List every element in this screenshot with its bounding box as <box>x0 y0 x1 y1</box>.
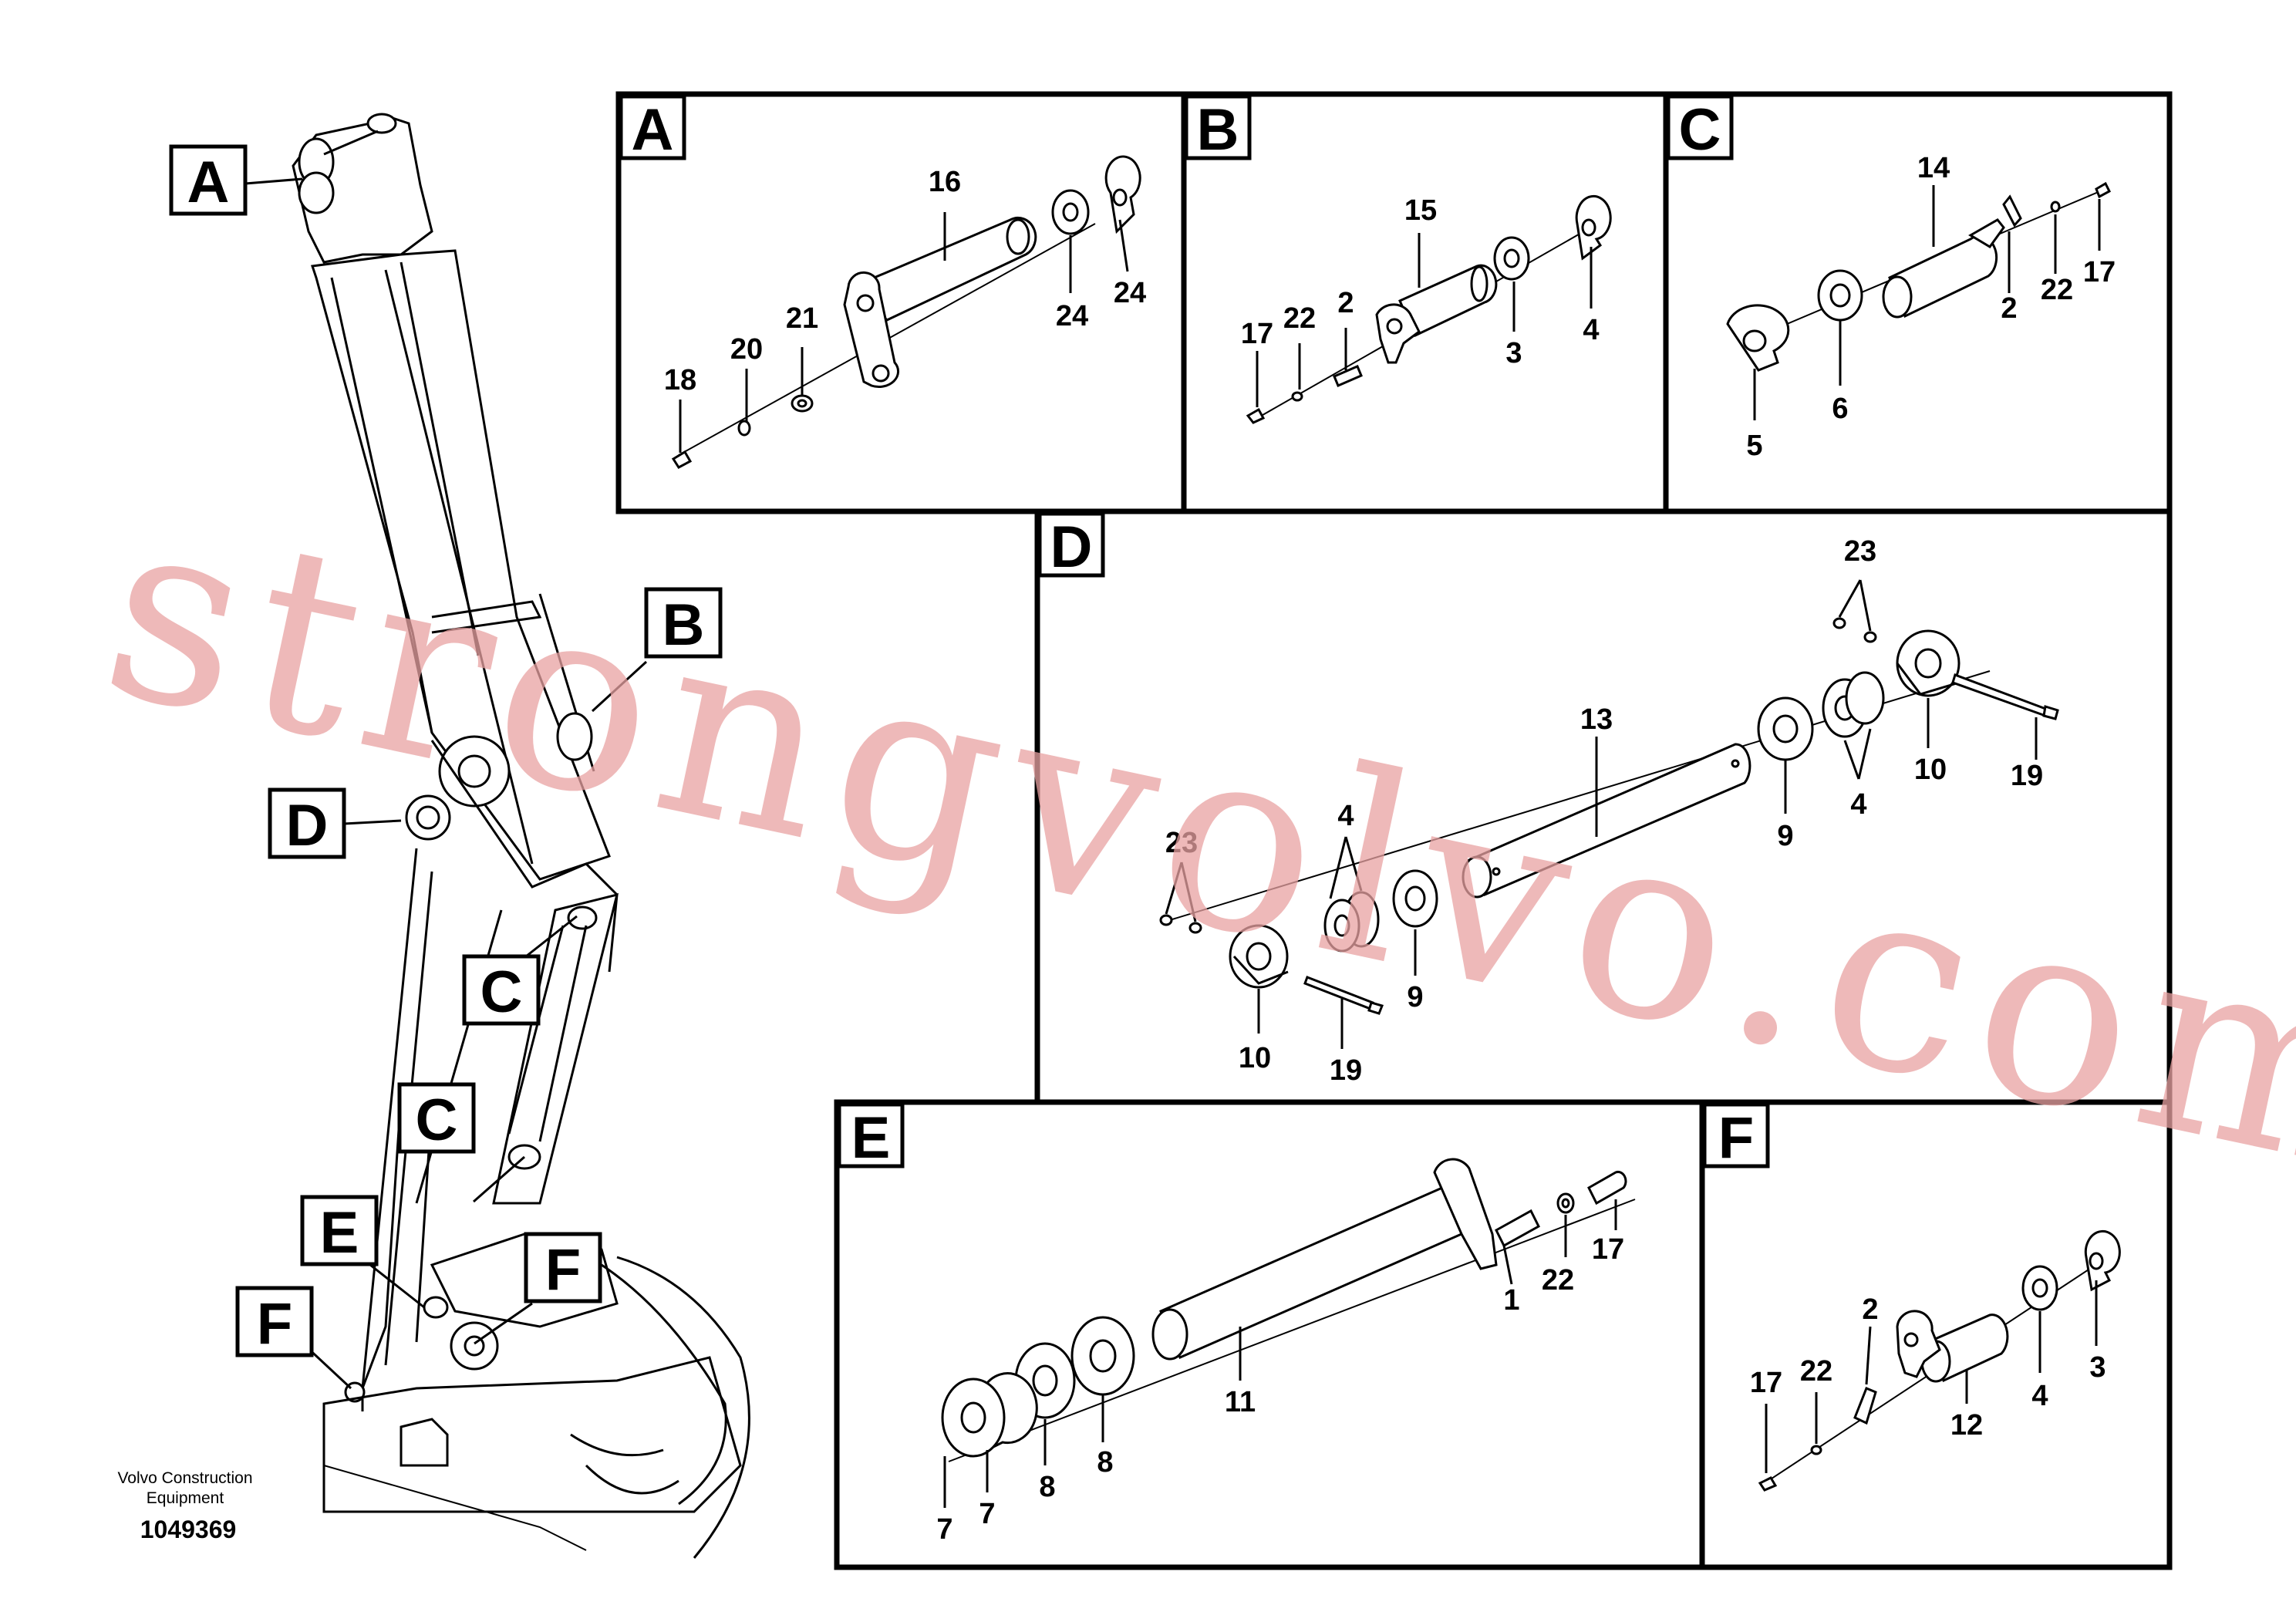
part-number: 15 <box>1404 194 1437 227</box>
part-number: 3 <box>1505 337 1522 369</box>
callout-box-b[interactable]: B <box>644 587 723 659</box>
part-number: 2 <box>1862 1293 1878 1326</box>
callout-label: D <box>286 793 329 858</box>
panel-b-drawing <box>1246 194 1612 424</box>
footer-block: Volvo Construction Equipment 1049369 <box>117 1469 252 1543</box>
panel-a-drawing <box>671 155 1141 469</box>
part-number: 4 <box>1337 800 1354 832</box>
part-number: 4 <box>1850 788 1866 821</box>
part-number: 22 <box>1800 1355 1832 1388</box>
part-number: 8 <box>1097 1446 1113 1479</box>
part-number: 17 <box>2083 256 2116 288</box>
part-number: 24 <box>1056 300 1088 332</box>
part-number: 11 <box>1225 1386 1256 1418</box>
svg-text:E: E <box>851 1105 891 1171</box>
part-number: 8 <box>1039 1471 1055 1503</box>
company-name-line2: Equipment <box>147 1489 224 1507</box>
svg-text:B: B <box>1197 97 1239 163</box>
panel-a-numbers: 16 24 24 18 20 21 <box>664 166 1146 396</box>
part-number: 23 <box>1844 535 1876 568</box>
part-number: 23 <box>1165 827 1198 859</box>
callout-box-a[interactable]: A <box>169 144 248 216</box>
boom-overview-drawing <box>292 113 750 1559</box>
part-number: 24 <box>1114 277 1146 309</box>
callout-box-d[interactable]: D <box>268 787 346 859</box>
part-number: 9 <box>1407 981 1423 1013</box>
part-number: 3 <box>2089 1351 2106 1384</box>
part-number: 2 <box>1337 287 1354 319</box>
part-number: 18 <box>664 364 696 396</box>
part-number: 22 <box>2041 274 2073 306</box>
panel-c-numbers: 14 2 22 17 5 6 <box>1746 152 2116 462</box>
callout-label: E <box>320 1200 359 1266</box>
part-number: 17 <box>1592 1233 1624 1266</box>
part-number: 2 <box>2001 292 2017 325</box>
panel-label-e: E <box>837 1102 905 1171</box>
panel-label-c: C <box>1666 94 1734 163</box>
part-number: 4 <box>2031 1380 2048 1412</box>
callout-label: F <box>545 1237 581 1303</box>
part-number: 10 <box>1914 754 1947 786</box>
svg-text:D: D <box>1050 514 1093 580</box>
part-number: 9 <box>1777 820 1793 852</box>
callout-box-f-left[interactable]: F <box>235 1286 314 1357</box>
part-number: 20 <box>730 333 763 366</box>
part-number: 13 <box>1580 703 1613 736</box>
part-number: 12 <box>1950 1409 1983 1442</box>
callout-label: F <box>257 1291 292 1357</box>
part-number: 16 <box>929 166 961 198</box>
part-number: 22 <box>1283 302 1316 335</box>
svg-text:C: C <box>1679 97 1721 163</box>
part-number: 21 <box>786 302 818 335</box>
panel-label-f: F <box>1702 1102 1770 1171</box>
part-number: 22 <box>1542 1264 1574 1297</box>
callout-label: A <box>187 150 230 215</box>
callout-box-f-right[interactable]: F <box>524 1232 602 1303</box>
part-number: 4 <box>1583 314 1599 346</box>
document-number: 1049369 <box>140 1516 237 1543</box>
callout-label: C <box>480 959 523 1025</box>
overview-leaders <box>244 177 648 1390</box>
panel-f-numbers: 2 17 22 12 4 3 <box>1750 1293 2106 1442</box>
part-number: 14 <box>1917 152 1950 184</box>
panel-label-d: D <box>1037 511 1105 580</box>
callout-label: B <box>663 592 705 658</box>
callout-box-e[interactable]: E <box>300 1195 379 1266</box>
panel-b-numbers: 15 17 22 2 3 4 <box>1241 194 1600 369</box>
callout-box-c-upper[interactable]: C <box>462 954 541 1026</box>
svg-text:A: A <box>632 97 674 163</box>
callout-label: C <box>416 1088 458 1153</box>
panel-c-drawing <box>1726 181 2111 420</box>
callout-box-c-lower[interactable]: C <box>397 1082 476 1154</box>
panel-label-a: A <box>619 94 686 163</box>
panel-d-drawing <box>1159 579 2059 1049</box>
part-number: 6 <box>1832 393 1848 425</box>
part-number: 7 <box>936 1513 952 1546</box>
panel-e-drawing <box>941 1158 1636 1508</box>
part-number: 19 <box>1330 1054 1362 1087</box>
part-number: 5 <box>1746 430 1762 462</box>
detail-frames <box>615 91 2173 1570</box>
part-number: 17 <box>1750 1367 1782 1399</box>
part-number: 19 <box>2011 760 2043 792</box>
part-number: 10 <box>1239 1042 1271 1074</box>
panel-f-drawing <box>1758 1229 2121 1492</box>
part-number: 17 <box>1241 318 1273 350</box>
svg-text:F: F <box>1718 1105 1754 1171</box>
part-number: 7 <box>979 1498 995 1530</box>
panel-e-numbers: 1 22 17 11 7 7 8 8 <box>936 1233 1624 1546</box>
panel-d-numbers: 23 13 4 23 9 4 10 19 9 10 19 <box>1165 535 2043 1087</box>
part-number: 1 <box>1503 1284 1519 1317</box>
panel-label-b: B <box>1184 94 1252 163</box>
company-name-line1: Volvo Construction <box>117 1469 252 1487</box>
